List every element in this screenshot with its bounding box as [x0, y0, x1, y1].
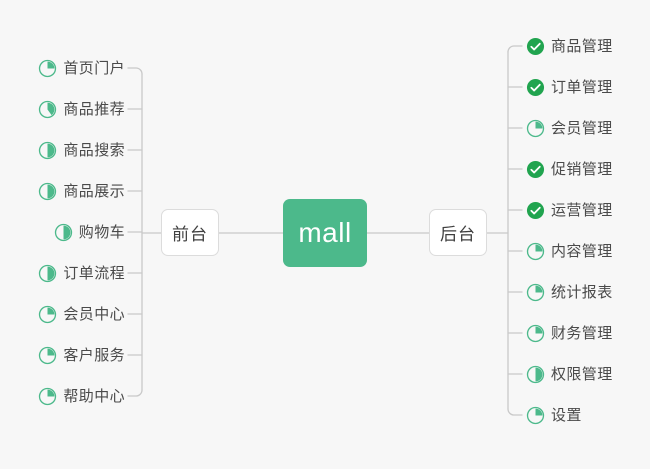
leaf-item-label: 运营管理 [551, 201, 613, 219]
leaf-item-label: 帮助中心 [63, 387, 125, 405]
pie-progress-icon [38, 305, 57, 324]
branch-node-front-label: 前台 [172, 225, 208, 244]
leaf-item-label: 商品管理 [551, 37, 613, 55]
pie-progress-icon [526, 324, 545, 343]
leaf-item-label: 统计报表 [551, 283, 613, 301]
branch-node-back-label: 后台 [440, 225, 476, 244]
leaf-item-front-9[interactable]: 帮助中心 [38, 383, 125, 409]
branch-node-back[interactable]: 后台 [429, 209, 487, 256]
check-circle-icon [526, 160, 545, 179]
check-circle-icon [526, 37, 545, 56]
leaf-item-back-6[interactable]: 内容管理 [526, 238, 613, 264]
leaf-item-label: 购物车 [78, 223, 125, 241]
pie-progress-icon [38, 100, 57, 119]
leaf-item-label: 财务管理 [551, 324, 613, 342]
leaf-item-back-2[interactable]: 订单管理 [526, 74, 613, 100]
leaf-item-label: 商品推荐 [63, 100, 125, 118]
leaf-item-front-1[interactable]: 首页门户 [38, 55, 125, 81]
leaf-item-label: 商品搜索 [63, 141, 125, 159]
pie-progress-icon [526, 283, 545, 302]
leaf-item-label: 商品展示 [63, 182, 125, 200]
pie-progress-icon [526, 242, 545, 261]
leaf-item-label: 内容管理 [551, 242, 613, 260]
core-node-label: mall [298, 217, 352, 248]
pie-progress-icon [526, 119, 545, 138]
pie-progress-icon [38, 182, 57, 201]
leaf-item-back-1[interactable]: 商品管理 [526, 33, 613, 59]
core-node-mall[interactable]: mall [283, 199, 367, 267]
pie-progress-icon [38, 59, 57, 78]
branch-node-front[interactable]: 前台 [161, 209, 219, 256]
leaf-item-label: 订单流程 [63, 264, 125, 282]
leaf-item-back-3[interactable]: 会员管理 [526, 115, 613, 141]
leaf-item-front-8[interactable]: 客户服务 [38, 342, 125, 368]
leaf-item-label: 促销管理 [551, 160, 613, 178]
leaf-item-front-6[interactable]: 订单流程 [38, 260, 125, 286]
leaf-item-back-7[interactable]: 统计报表 [526, 279, 613, 305]
leaf-item-front-7[interactable]: 会员中心 [38, 301, 125, 327]
leaf-item-label: 会员管理 [551, 119, 613, 137]
leaf-item-label: 权限管理 [551, 365, 613, 383]
leaf-item-front-3[interactable]: 商品搜索 [38, 137, 125, 163]
leaf-item-front-4[interactable]: 商品展示 [38, 178, 125, 204]
leaf-item-front-2[interactable]: 商品推荐 [38, 96, 125, 122]
pie-progress-icon [38, 141, 57, 160]
leaf-item-label: 客户服务 [63, 346, 125, 364]
pie-progress-icon [38, 387, 57, 406]
pie-progress-icon [38, 346, 57, 365]
leaf-item-label: 订单管理 [551, 78, 613, 96]
leaf-item-label: 首页门户 [63, 59, 125, 77]
pie-progress-icon [526, 365, 545, 384]
leaf-item-front-5[interactable]: 购物车 [54, 219, 125, 245]
pie-progress-icon [38, 264, 57, 283]
leaf-item-label: 会员中心 [63, 305, 125, 323]
leaf-item-label: 设置 [551, 406, 582, 424]
check-circle-icon [526, 78, 545, 97]
leaf-item-back-8[interactable]: 财务管理 [526, 320, 613, 346]
leaf-item-back-5[interactable]: 运营管理 [526, 197, 613, 223]
check-circle-icon [526, 201, 545, 220]
pie-progress-icon [54, 223, 73, 242]
pie-progress-icon [526, 406, 545, 425]
leaf-item-back-4[interactable]: 促销管理 [526, 156, 613, 182]
leaf-item-back-10[interactable]: 设置 [526, 402, 582, 428]
leaf-item-back-9[interactable]: 权限管理 [526, 361, 613, 387]
